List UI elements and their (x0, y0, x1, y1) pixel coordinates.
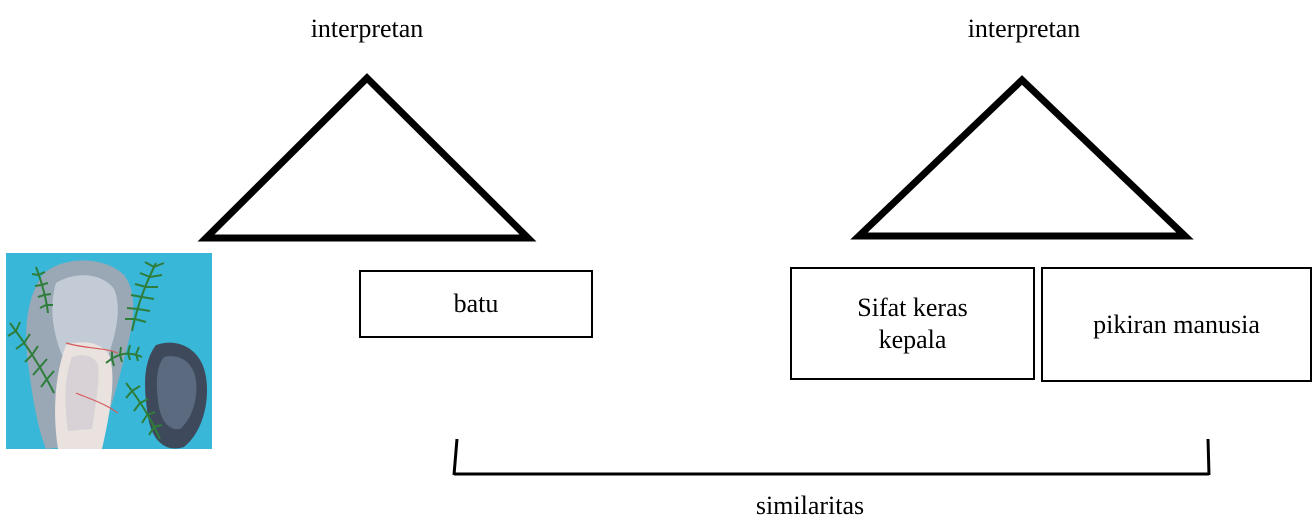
painting-icon (6, 253, 212, 449)
box-pikiran-manusia-label: pikiran manusia (1093, 309, 1260, 339)
right-triangle (850, 75, 1194, 240)
left-triangle (197, 73, 537, 242)
box-sifat-keras-kepala: Sifat keras kepala (790, 267, 1035, 380)
object-box-batu-label: batu (453, 289, 499, 318)
object-box-batu: batu (359, 270, 593, 338)
similarity-bracket (452, 438, 1211, 476)
box-sifat-keras-kepala-line2: kepala (878, 324, 947, 354)
similarity-label: similaritas (755, 491, 865, 520)
right-interpretant-label: interpretan (967, 14, 1081, 43)
left-interpretant-label: interpretan (310, 14, 424, 43)
box-sifat-keras-kepala-line1: Sifat keras (857, 292, 968, 322)
box-pikiran-manusia: pikiran manusia (1041, 267, 1312, 382)
